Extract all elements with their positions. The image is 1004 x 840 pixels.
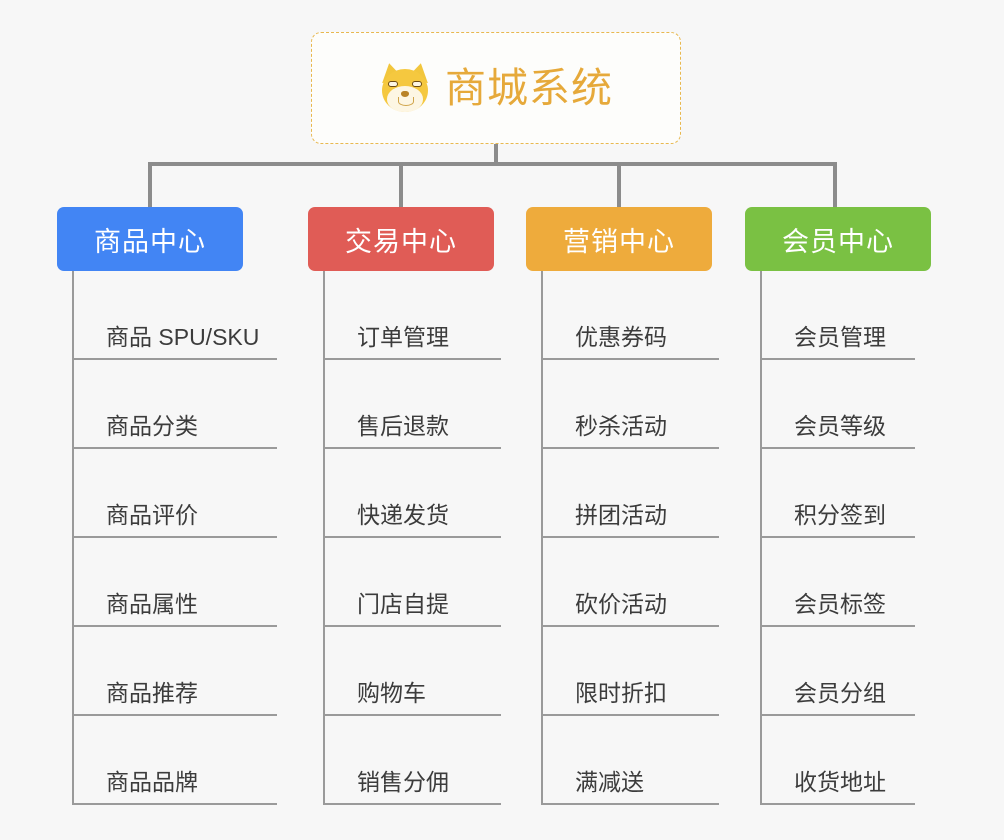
leaf-item[interactable]: 积分签到 xyxy=(760,449,915,538)
branch-trunk xyxy=(541,271,543,805)
leaf-item[interactable]: 会员管理 xyxy=(760,271,915,360)
leaf-item-label: 购物车 xyxy=(357,680,426,706)
dog-face-icon xyxy=(378,60,432,114)
connector-horizontal-bus xyxy=(148,162,835,166)
dog-eye-right xyxy=(412,81,422,87)
connector-root-stem xyxy=(494,144,498,165)
root-title: 商城系统 xyxy=(445,64,613,111)
leaf-item-label: 订单管理 xyxy=(357,324,449,350)
leaf-item-label: 售后退款 xyxy=(357,413,449,439)
leaf-item[interactable]: 收货地址 xyxy=(760,716,915,805)
category-header[interactable]: 营销中心 xyxy=(526,207,712,271)
category-header[interactable]: 会员中心 xyxy=(745,207,931,271)
connector-drop-1 xyxy=(148,162,152,208)
category-column: 交易中心 xyxy=(308,207,494,271)
leaf-item[interactable]: 会员分组 xyxy=(760,627,915,716)
leaf-item-label: 优惠券码 xyxy=(575,324,667,350)
leaf-item-label: 积分签到 xyxy=(794,502,886,528)
branch-trunk xyxy=(323,271,325,805)
leaf-item-label: 商品品牌 xyxy=(106,769,198,795)
leaf-item-label: 商品评价 xyxy=(106,502,198,528)
leaf-item-label: 门店自提 xyxy=(357,591,449,617)
leaf-item[interactable]: 购物车 xyxy=(323,627,501,716)
connector-drop-2 xyxy=(399,162,403,208)
leaf-item[interactable]: 优惠券码 xyxy=(541,271,719,360)
leaf-list: 商品 SPU/SKU 商品分类商品评价商品属性商品推荐商品品牌 xyxy=(72,271,277,805)
leaf-item[interactable]: 售后退款 xyxy=(323,360,501,449)
leaf-item-label: 拼团活动 xyxy=(575,502,667,528)
root-node[interactable]: 商城系统 xyxy=(311,32,681,144)
leaf-item[interactable]: 商品 SPU/SKU xyxy=(72,271,277,360)
leaf-item[interactable]: 商品分类 xyxy=(72,360,277,449)
leaf-item-label: 会员等级 xyxy=(794,413,886,439)
dog-eye-left xyxy=(388,81,398,87)
leaf-item[interactable]: 满减送 xyxy=(541,716,719,805)
leaf-item[interactable]: 商品推荐 xyxy=(72,627,277,716)
leaf-item[interactable]: 砍价活动 xyxy=(541,538,719,627)
leaf-item-label: 秒杀活动 xyxy=(575,413,667,439)
leaf-list: 会员管理会员等级积分签到会员标签会员分组收货地址 xyxy=(760,271,915,805)
leaf-item[interactable]: 会员标签 xyxy=(760,538,915,627)
leaf-item[interactable]: 商品品牌 xyxy=(72,716,277,805)
dog-mouth xyxy=(398,97,414,106)
leaf-item-label: 会员标签 xyxy=(794,591,886,617)
leaf-item-label: 会员分组 xyxy=(794,680,886,706)
category-header[interactable]: 商品中心 xyxy=(57,207,243,271)
leaf-item[interactable]: 秒杀活动 xyxy=(541,360,719,449)
category-column: 营销中心 xyxy=(526,207,712,271)
category-header[interactable]: 交易中心 xyxy=(308,207,494,271)
leaf-item[interactable]: 销售分佣 xyxy=(323,716,501,805)
leaf-item-label: 收货地址 xyxy=(794,769,886,795)
leaf-item-label: 商品推荐 xyxy=(106,680,198,706)
leaf-item[interactable]: 快递发货 xyxy=(323,449,501,538)
leaf-item[interactable]: 拼团活动 xyxy=(541,449,719,538)
leaf-list: 优惠券码秒杀活动拼团活动砍价活动限时折扣满减送 xyxy=(541,271,719,805)
leaf-item[interactable]: 订单管理 xyxy=(323,271,501,360)
branch-trunk xyxy=(760,271,762,805)
leaf-item-label: 快递发货 xyxy=(357,502,449,528)
branch-trunk xyxy=(72,271,74,805)
leaf-item-label: 砍价活动 xyxy=(575,591,667,617)
leaf-list: 订单管理售后退款快递发货门店自提购物车销售分佣 xyxy=(323,271,501,805)
leaf-item[interactable]: 限时折扣 xyxy=(541,627,719,716)
connector-drop-3 xyxy=(617,162,621,208)
leaf-item-label: 会员管理 xyxy=(794,324,886,350)
category-column: 商品中心 xyxy=(57,207,243,271)
leaf-item-label: 限时折扣 xyxy=(575,680,667,706)
connector-drop-4 xyxy=(833,162,837,208)
leaf-item[interactable]: 会员等级 xyxy=(760,360,915,449)
leaf-item[interactable]: 商品属性 xyxy=(72,538,277,627)
leaf-item[interactable]: 商品评价 xyxy=(72,449,277,538)
dog-nose xyxy=(401,91,409,97)
category-column: 会员中心 xyxy=(745,207,931,271)
leaf-item-label: 满减送 xyxy=(575,769,644,795)
leaf-item[interactable]: 门店自提 xyxy=(323,538,501,627)
leaf-item-label: 销售分佣 xyxy=(357,769,449,795)
leaf-item-label: 商品属性 xyxy=(106,591,198,617)
leaf-item-label: 商品 SPU/SKU xyxy=(106,324,260,350)
leaf-item-label: 商品分类 xyxy=(106,413,198,439)
